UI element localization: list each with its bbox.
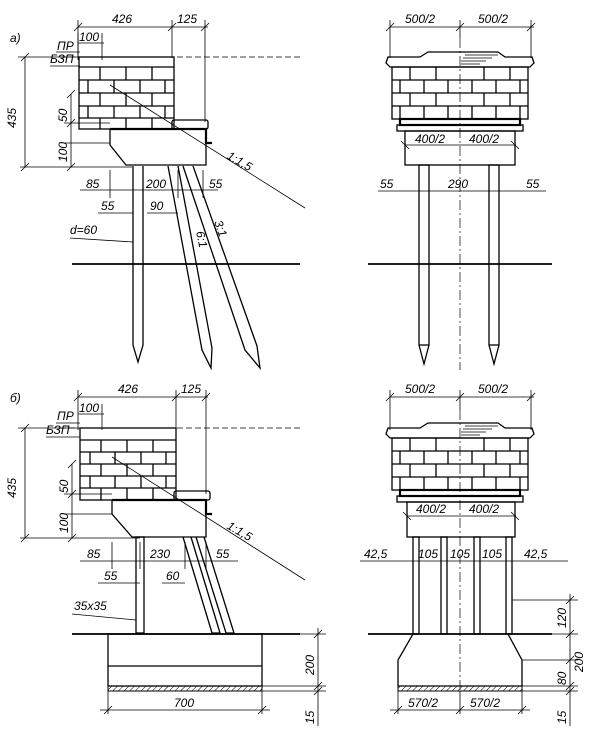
slope-cone-b: 1:1,5 <box>225 518 255 544</box>
front-55-left: 55 <box>380 177 394 191</box>
cap-half-right-b: 400/2 <box>469 502 499 516</box>
front-105-a: 105 <box>418 547 438 561</box>
dim-435: 435 <box>5 108 19 128</box>
pile-section: 35x35 <box>74 599 107 613</box>
front-half-right-b: 500/2 <box>478 382 508 396</box>
footing-half-left: 570/2 <box>408 696 438 710</box>
dim-426: 426 <box>112 12 132 26</box>
cap-half-left: 400/2 <box>415 132 445 146</box>
dim-50: 50 <box>56 108 70 122</box>
dim-230: 230 <box>149 547 170 561</box>
cap-half-right: 400/2 <box>469 132 499 146</box>
footing-half-right: 570/2 <box>470 696 500 710</box>
variant-b-side-view: б) 426 125 100 ПР БЗП 435 50 100 <box>5 382 326 726</box>
variant-a-front-view: 500/2 500/2 400/2 400/2 <box>368 12 552 370</box>
dim-125-b: 125 <box>181 382 201 396</box>
front-42-right: 42,5 <box>524 547 548 561</box>
variant-b-letter: б) <box>10 391 21 405</box>
dim-55-left: 55 <box>101 199 115 213</box>
front-42-left: 42,5 <box>364 547 388 561</box>
slope-pile-2: 6:1 <box>193 230 210 249</box>
pile-diameter: d=60 <box>70 223 97 237</box>
dim-55-left-b: 55 <box>104 569 118 583</box>
variant-a-side-view: а) 426 125 100 ПР БЗП 435 50 1 <box>5 12 306 371</box>
dim-200: 200 <box>145 177 166 191</box>
front-half-left: 500/2 <box>405 12 435 26</box>
variant-a-letter: а) <box>10 31 21 45</box>
dim-50-b: 50 <box>57 479 71 493</box>
dim-100-b: 100 <box>57 513 71 533</box>
front-290: 290 <box>447 177 468 191</box>
dim-15-b: 15 <box>303 710 317 724</box>
dim-85: 85 <box>86 177 100 191</box>
front-55-right: 55 <box>526 177 540 191</box>
level-bzp-b: БЗП <box>46 423 70 437</box>
front-200: 200 <box>572 652 586 673</box>
dim-700: 700 <box>174 696 194 710</box>
dim-90: 90 <box>150 199 164 213</box>
dim-100-top-b: 100 <box>79 401 99 415</box>
level-pr: ПР <box>57 39 74 53</box>
front-120: 120 <box>555 608 569 628</box>
dim-200-b: 200 <box>303 655 317 676</box>
dim-435-b: 435 <box>5 478 19 498</box>
level-bzp: БЗП <box>50 52 74 66</box>
variant-b-front-view: 500/2 500/2 400/2 400/2 <box>360 382 586 726</box>
front-half-right: 500/2 <box>478 12 508 26</box>
dim-100: 100 <box>56 142 70 162</box>
cap-half-left-b: 400/2 <box>416 502 446 516</box>
dim-100-top: 100 <box>79 30 99 44</box>
front-105-c: 105 <box>482 547 502 561</box>
dim-125: 125 <box>177 12 197 26</box>
dim-85-b: 85 <box>87 547 101 561</box>
front-15: 15 <box>555 710 569 724</box>
dim-60: 60 <box>166 569 180 583</box>
front-half-left-b: 500/2 <box>405 382 435 396</box>
slope-cone: 1:1,5 <box>225 148 255 174</box>
dim-55-right-b: 55 <box>216 547 230 561</box>
front-80: 80 <box>555 671 569 685</box>
dim-55-right: 55 <box>209 177 223 191</box>
dim-426-b: 426 <box>118 382 138 396</box>
level-pr-b: ПР <box>57 409 74 423</box>
slope-pile-1: 3:1 <box>211 218 230 238</box>
